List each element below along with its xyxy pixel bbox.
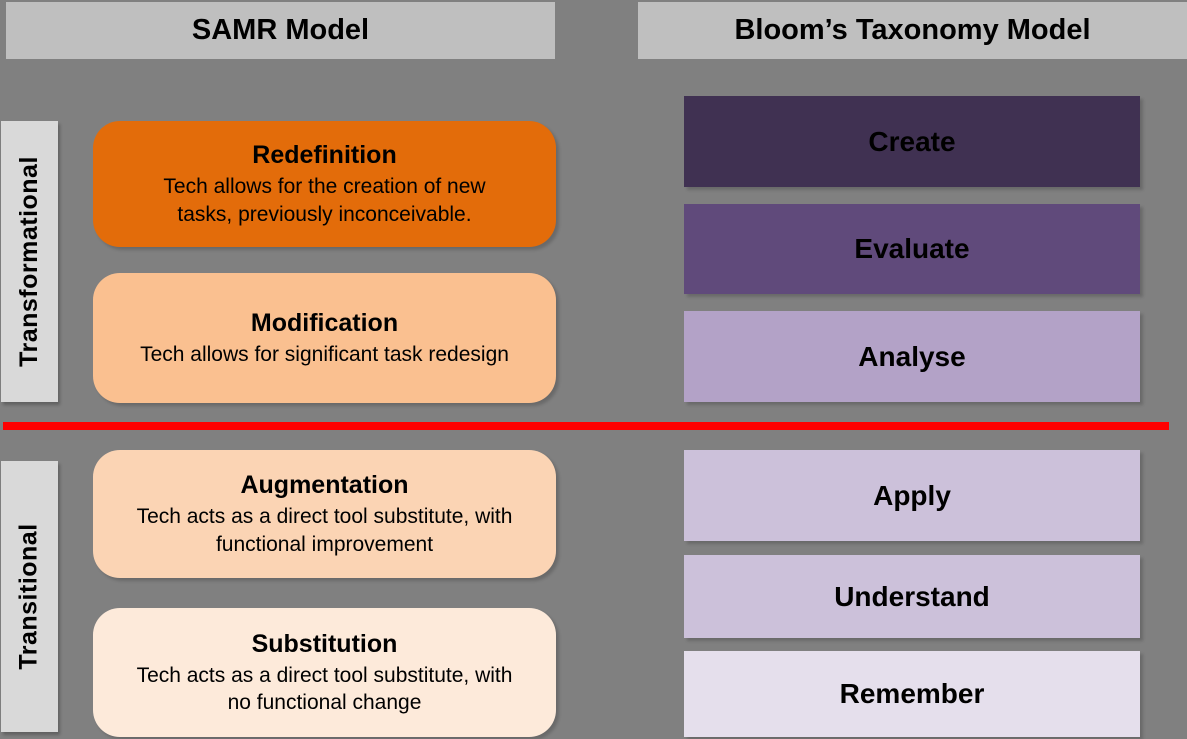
bloom-analyse-label: Analyse (858, 340, 966, 372)
bloom-create-box: Create (684, 96, 1140, 187)
substitution-description: Tech acts as a direct tool substitute, w… (136, 663, 513, 715)
transformational-label: Transformational (15, 156, 44, 367)
modification-box: Modification Tech allows for significant… (93, 273, 556, 403)
redefinition-description: Tech allows for the creation of new task… (163, 175, 486, 226)
blooms-taxonomy-header: Bloom’s Taxonomy Model (638, 2, 1187, 59)
bloom-remember-label: Remember (839, 678, 985, 709)
transformational-side-bar: Transformational (1, 121, 58, 402)
augmentation-title: Augmentation (240, 471, 409, 500)
bloom-apply-label: Apply (873, 479, 951, 511)
augmentation-description: Tech acts as a direct tool substitute, w… (136, 505, 513, 556)
modification-title: Modification (250, 309, 399, 338)
bloom-create-label: Create (868, 125, 956, 157)
augmentation-box: Augmentation Tech acts as a direct tool … (93, 450, 556, 578)
redefinition-box: Redefinition Tech allows for the creatio… (93, 121, 556, 247)
bloom-understand-label: Understand (834, 580, 990, 612)
substitution-box: Substitution Tech acts as a direct tool … (93, 608, 556, 737)
bloom-remember-box: Remember (684, 651, 1140, 737)
samr-model-header-label: SAMR Model (191, 14, 370, 46)
bloom-evaluate-box: Evaluate (684, 204, 1140, 294)
transitional-label: Transitional (15, 523, 43, 670)
modification-description: Tech allows for significant task redesig… (140, 343, 509, 367)
transitional-side-bar: Transitional (1, 461, 58, 732)
bloom-understand-box: Understand (684, 555, 1140, 638)
substitution-title: Substitution (251, 629, 398, 658)
bloom-analyse-box: Analyse (684, 311, 1140, 402)
blooms-taxonomy-header-label: Bloom’s Taxonomy Model (734, 14, 1091, 46)
bloom-evaluate-label: Evaluate (854, 233, 970, 264)
samr-model-header: SAMR Model (6, 2, 555, 59)
redefinition-title: Redefinition (252, 141, 397, 170)
transformational-transitional-divider-line (3, 422, 1169, 430)
bloom-apply-box: Apply (684, 450, 1140, 541)
